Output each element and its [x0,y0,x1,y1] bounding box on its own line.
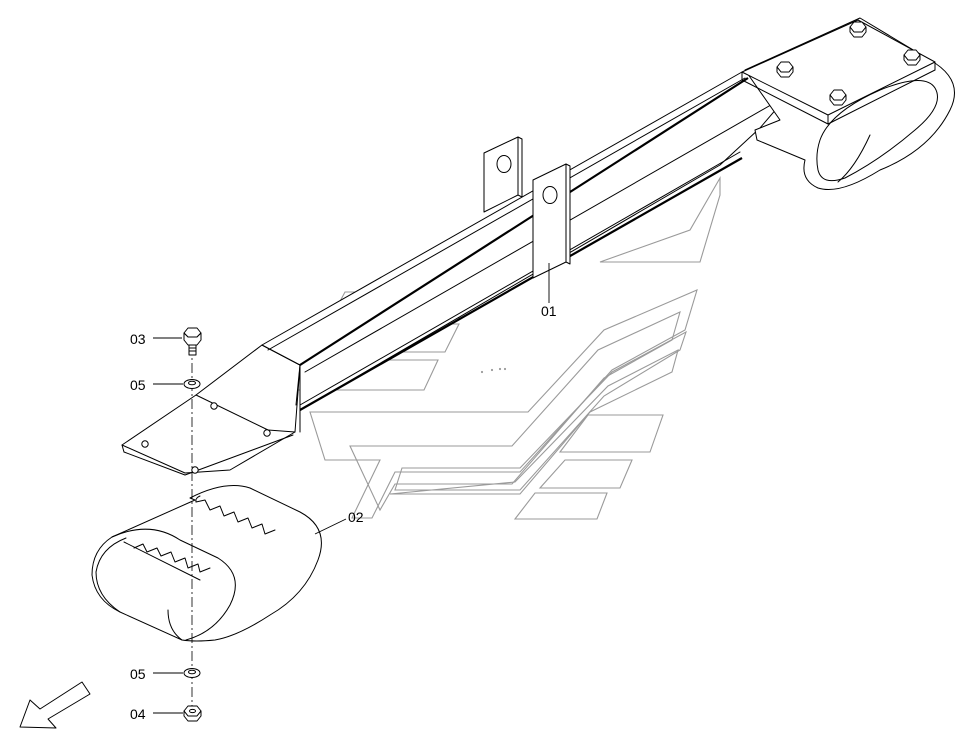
watermark-logo [290,175,721,520]
callout-03: 03 [130,331,146,347]
mounting-tab-rear [483,136,523,213]
callout-01: 01 [541,303,557,319]
main-bracket [121,17,955,476]
callout-labels: 01 02 03 05 05 04 [130,303,557,722]
callout-05-lower: 05 [130,666,146,682]
mounting-tab-front [532,163,571,279]
bolt-03 [183,327,202,356]
callout-02: 02 [348,509,364,525]
callout-05-upper: 05 [130,377,146,393]
callout-04: 04 [130,706,146,722]
leader-lines [153,263,550,714]
washer-05-upper [183,379,201,389]
direction-arrow-icon [19,681,91,729]
washer-05-lower [183,668,201,678]
clamp-strap [91,485,322,642]
nut-04 [183,705,202,722]
saddle-bolt-heads [776,21,921,106]
